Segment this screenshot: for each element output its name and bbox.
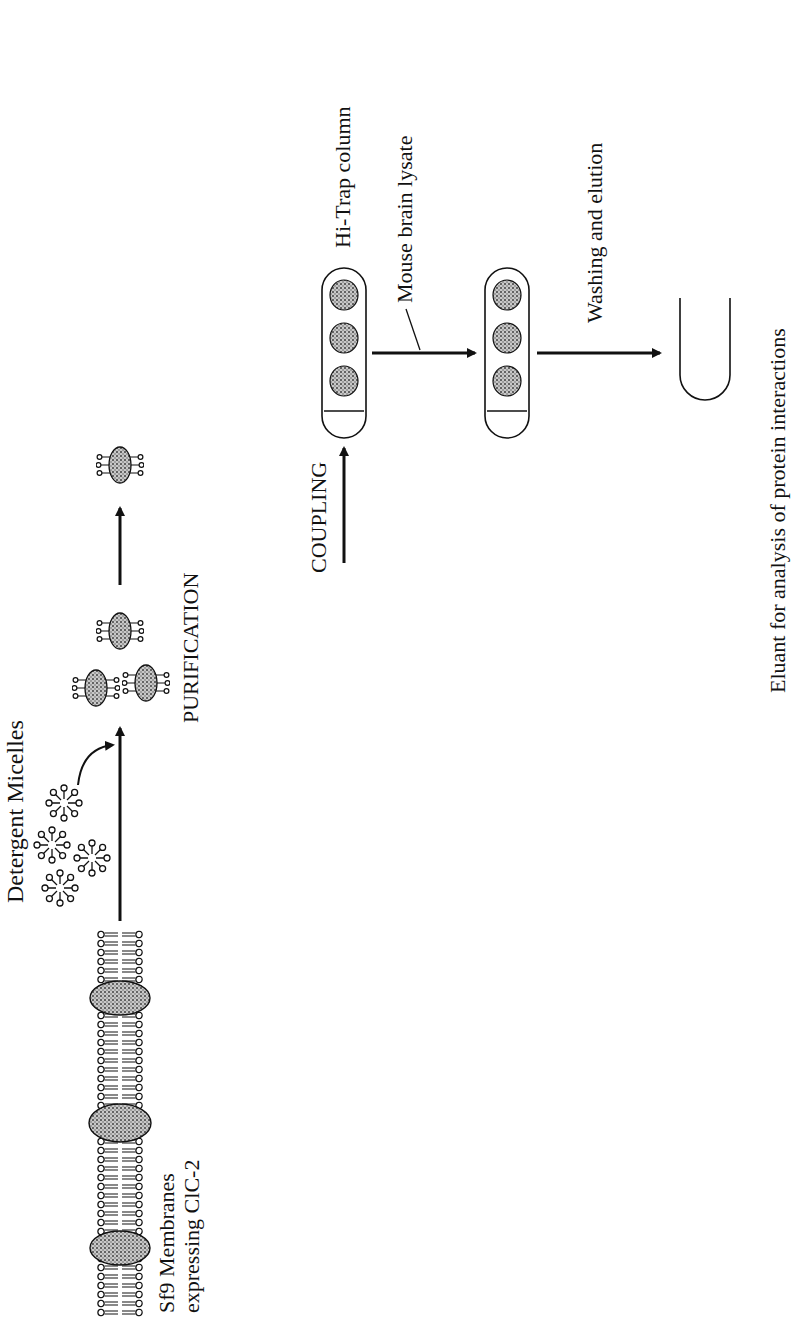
process-arrow <box>119 508 122 585</box>
text-label: Washing and elution <box>582 143 607 323</box>
text-label: COUPLING <box>306 462 331 573</box>
lipid-bilayer <box>89 930 151 1317</box>
purified-protein <box>96 447 144 483</box>
solubilized-proteins <box>72 613 170 706</box>
process-arrow <box>119 728 122 921</box>
curved-arrow <box>78 745 113 785</box>
column-symbol <box>322 268 366 438</box>
text-label: Mouse brain lysate <box>392 136 417 303</box>
detergent-micelles <box>34 785 110 906</box>
process-arrow <box>343 448 346 563</box>
text-label: Detergent Micelles <box>2 720 30 903</box>
process-arrow <box>537 352 660 355</box>
text-label: Hi-Trap column <box>330 106 355 248</box>
process-arrow <box>372 352 475 355</box>
text-label: Eluant for analysis of protein interacti… <box>765 328 790 693</box>
column-symbol <box>485 268 529 438</box>
text-label: Sf9 Membranes expressing ClC-2 <box>154 1128 205 1313</box>
leader-line <box>406 309 420 350</box>
tube-symbol <box>680 298 730 400</box>
text-label: PURIFICATION <box>178 573 203 723</box>
